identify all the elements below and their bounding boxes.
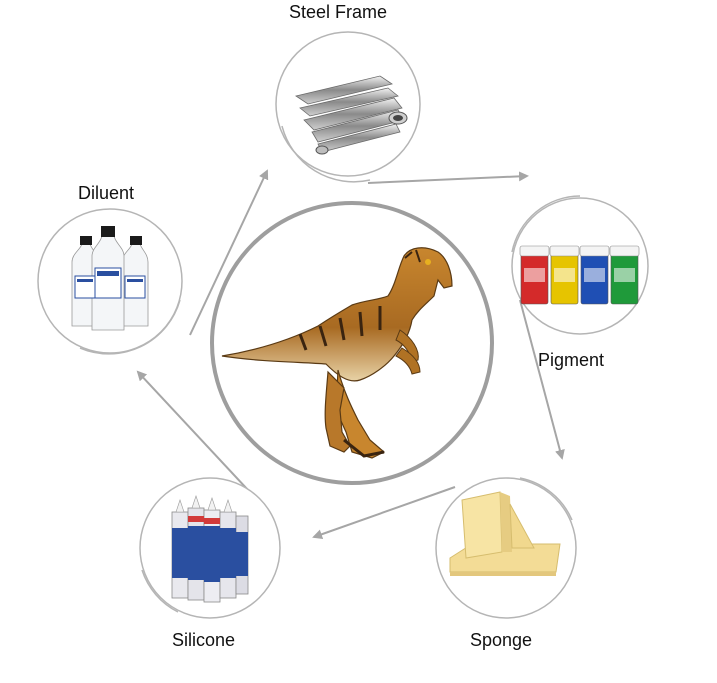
arrow-pigment-to-sponge xyxy=(519,299,565,460)
node-sponge xyxy=(435,477,577,619)
pigment-swoosh xyxy=(511,195,581,253)
label-silicone: Silicone xyxy=(172,630,236,650)
node-steel-frame xyxy=(275,31,421,183)
label-steel-frame: Steel Frame xyxy=(289,2,388,22)
label-sponge: Sponge xyxy=(470,630,533,650)
paint-jar xyxy=(519,245,550,305)
paint-jar xyxy=(579,245,610,305)
arrow-diluent-to-steel xyxy=(189,169,269,336)
silicone-swoosh xyxy=(141,569,179,613)
sponge-swoosh xyxy=(519,477,573,521)
diluent-bottles-icon xyxy=(71,226,149,331)
node-pigment xyxy=(511,195,649,335)
arrow-sponge-to-silicone xyxy=(312,486,456,540)
steel-pipes-icon xyxy=(295,75,408,155)
node-silicone xyxy=(139,477,281,619)
node-diluent xyxy=(37,208,183,355)
diluent-swoosh xyxy=(79,299,181,355)
label-pigment: Pigment xyxy=(538,350,605,370)
paint-jar xyxy=(609,245,640,305)
arrow-silicone-to-diluent xyxy=(136,370,263,506)
steel-frame-swoosh xyxy=(281,125,371,183)
sponge-block-icon xyxy=(449,491,561,576)
dinosaur-icon xyxy=(221,247,453,459)
arrow-steel-to-pigment xyxy=(367,171,529,184)
center-node xyxy=(210,201,494,485)
label-diluent: Diluent xyxy=(78,183,135,203)
flow-arrows xyxy=(136,169,565,540)
silicone-tubes-icon xyxy=(171,495,249,603)
paint-jar xyxy=(549,245,580,305)
paint-jars-icon xyxy=(519,245,640,305)
